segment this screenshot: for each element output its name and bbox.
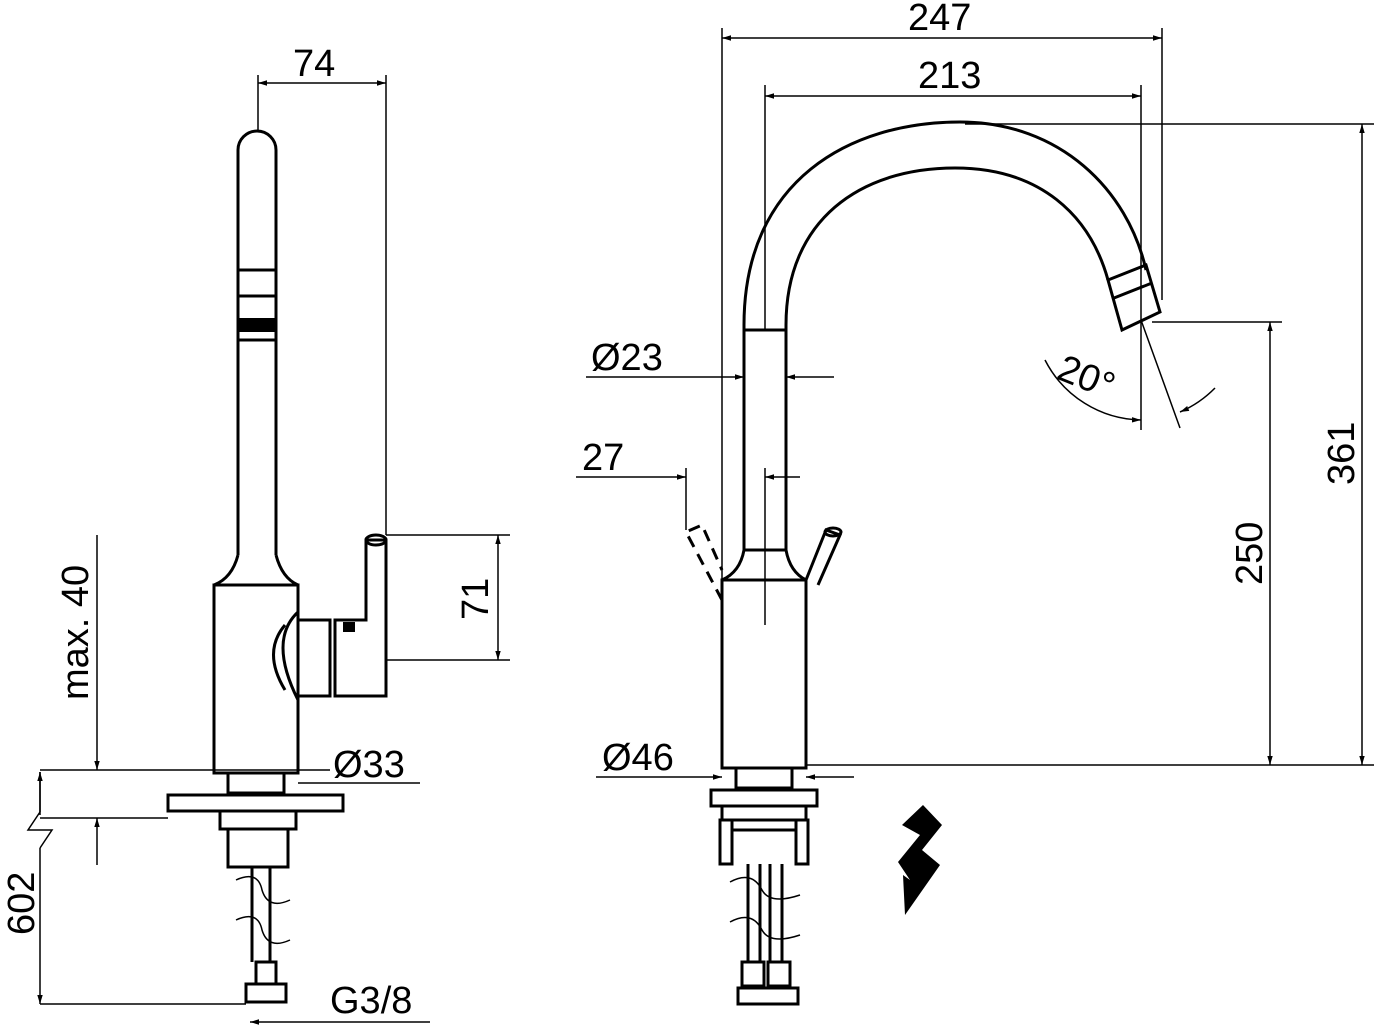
front-body (720, 578, 808, 770)
front-spout-inner (784, 166, 1110, 550)
side-connector-nut (244, 982, 288, 1004)
side-dim-602: 602 (1, 872, 43, 935)
side-aerator-dark (238, 318, 276, 332)
side-dim-d33: Ø33 (333, 744, 405, 786)
side-body (212, 583, 300, 775)
front-mounting-plate (709, 788, 819, 808)
lightning-bolt-icon (898, 805, 942, 915)
front-dim-angle: 20° (1052, 347, 1121, 407)
side-aerator (236, 268, 278, 298)
front-dim-d46: Ø46 (602, 737, 674, 779)
front-dim-361: 361 (1321, 422, 1363, 485)
front-spout-outer (742, 120, 1148, 550)
side-view: 74 71 max. 40 Ø33 602 G3/8 (1, 43, 510, 1025)
front-dim-250: 250 (1229, 522, 1271, 585)
front-spout-tip (1106, 263, 1162, 333)
front-lever-dashed (683, 523, 724, 601)
side-dim-g38: G3/8 (330, 980, 412, 1022)
side-dim-71: 71 (455, 578, 497, 620)
side-dim-74: 74 (293, 43, 335, 85)
front-dim-d23: Ø23 (591, 337, 663, 379)
front-dim-27: 27 (582, 437, 624, 479)
front-lever (804, 528, 843, 586)
front-dim-247: 247 (908, 0, 971, 39)
front-dim-213: 213 (918, 55, 981, 97)
side-dim-max40: max. 40 (55, 565, 97, 700)
side-mounting-plate (166, 793, 345, 813)
side-lever (333, 538, 388, 698)
side-base-ring (226, 771, 286, 795)
side-spout (236, 129, 278, 555)
front-view: 247 213 Ø23 27 Ø46 20° 250 361 (576, 0, 1374, 1006)
